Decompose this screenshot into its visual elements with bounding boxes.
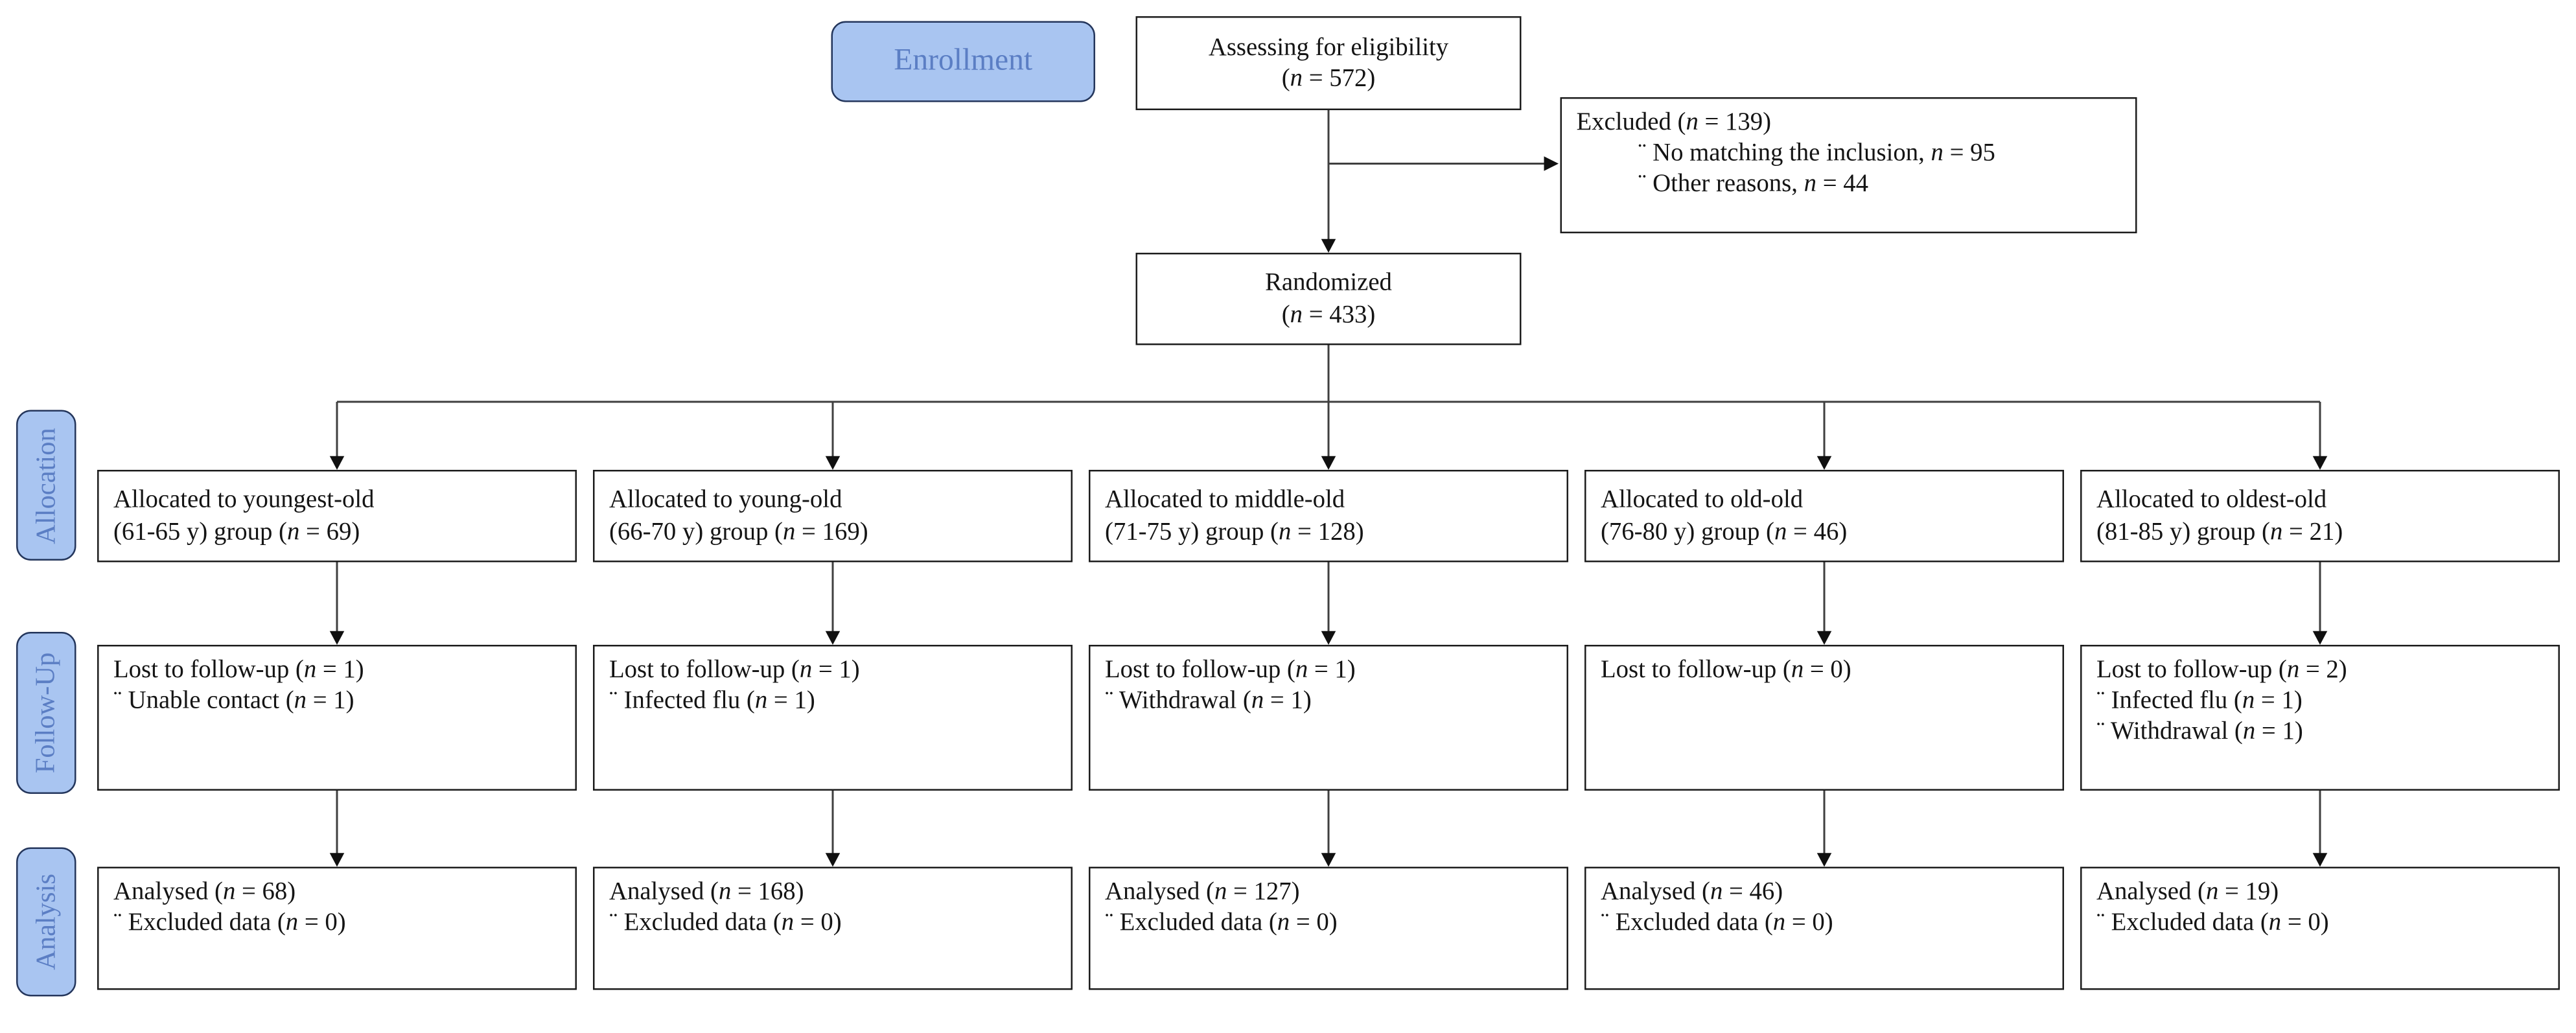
allocation-text: Allocated to middle-old [1105, 486, 1345, 515]
followup-title: Lost to follow-up (n = 1) [609, 656, 860, 684]
connector-assessing-to-excluded [1329, 156, 1559, 171]
followup-box-youngest-old: Lost to follow-up (n = 1) ¨ Unable conta… [97, 645, 577, 791]
followup-box-old-old: Lost to follow-up (n = 0) [1584, 645, 2064, 791]
analysis-title: Analysed (n = 19) [2096, 878, 2279, 906]
followup-box-young-old: Lost to follow-up (n = 1) ¨ Infected flu… [593, 645, 1073, 791]
excluded-title: Excluded (n = 139) [1576, 108, 1772, 137]
analysis-item: ¨ Excluded data (n = 0) [1105, 909, 1338, 937]
rail-enrollment: Enrollment [831, 21, 1095, 102]
allocation-text: Allocated to oldest-old [2096, 486, 2327, 515]
rail-follow-up: Follow-Up [16, 632, 76, 794]
allocation-box-young-old: Allocated to young-old (66-70 y) group (… [593, 470, 1073, 563]
analysis-title: Analysed (n = 46) [1601, 878, 1783, 906]
connector-assessing-to-randomized [1321, 110, 1336, 253]
excluded-box: Excluded (n = 139) ¨ No matching the inc… [1560, 97, 2137, 233]
followup-item: ¨ Withdrawal (n = 1) [1105, 687, 1312, 715]
analysis-box-young-old: Analysed (n = 168) ¨ Excluded data (n = … [593, 866, 1073, 990]
analysis-title: Analysed (n = 168) [609, 878, 804, 906]
rail-allocation-label: Allocation [30, 427, 61, 544]
analysis-item: ¨ Excluded data (n = 0) [113, 909, 346, 937]
allocation-text: (71-75 y) group (n = 128) [1105, 517, 1364, 546]
followup-item: ¨ Withdrawal (n = 1) [2096, 718, 2303, 747]
analysis-item: ¨ Excluded data (n = 0) [609, 909, 842, 937]
followup-title: Lost to follow-up (n = 1) [1105, 656, 1356, 684]
connector-branch-to-allocation [329, 402, 2328, 470]
followup-item: ¨ Infected flu (n = 1) [2096, 687, 2303, 715]
rail-allocation: Allocation [16, 410, 76, 561]
rail-analysis: Analysis [16, 847, 76, 997]
rail-follow-up-label: Follow-Up [30, 652, 61, 774]
followup-title: Lost to follow-up (n = 2) [2096, 656, 2347, 684]
connector-allocation-to-followup [329, 562, 2328, 645]
allocation-box-middle-old: Allocated to middle-old (71-75 y) group … [1089, 470, 1568, 563]
analysis-box-oldest-old: Analysed (n = 19) ¨ Excluded data (n = 0… [2080, 866, 2560, 990]
allocation-text: Allocated to old-old [1601, 486, 1804, 515]
allocation-text: (76-80 y) group (n = 46) [1601, 517, 1848, 546]
analysis-title: Analysed (n = 127) [1105, 878, 1300, 906]
allocation-text: Allocated to young-old [609, 486, 842, 515]
allocation-text: (66-70 y) group (n = 169) [609, 517, 868, 546]
followup-box-middle-old: Lost to follow-up (n = 1) ¨ Withdrawal (… [1089, 645, 1568, 791]
randomized-line2: (n = 433) [1281, 300, 1376, 329]
analysis-box-youngest-old: Analysed (n = 68) ¨ Excluded data (n = 0… [97, 866, 577, 990]
excluded-item: ¨ No matching the inclusion, n = 95 [1638, 139, 1995, 168]
connector-randomized-to-branch [337, 345, 2320, 403]
assessing-eligibility-box: Assessing for eligibility (n = 572) [1135, 16, 1522, 110]
analysis-item: ¨ Excluded data (n = 0) [1601, 909, 1833, 937]
followup-item: ¨ Infected flu (n = 1) [609, 687, 815, 715]
followup-box-oldest-old: Lost to follow-up (n = 2) ¨ Infected flu… [2080, 645, 2560, 791]
allocation-text: Allocated to youngest-old [113, 486, 375, 515]
analysis-title: Analysed (n = 68) [113, 878, 296, 906]
assessing-line1: Assessing for eligibility [1208, 33, 1449, 62]
assessing-line2: (n = 572) [1281, 65, 1376, 93]
connector-followup-to-analysis [329, 791, 2328, 867]
followup-title: Lost to follow-up (n = 1) [113, 656, 364, 684]
allocation-box-old-old: Allocated to old-old (76-80 y) group (n … [1584, 470, 2064, 563]
allocation-box-youngest-old: Allocated to youngest-old (61-65 y) grou… [97, 470, 577, 563]
rail-analysis-label: Analysis [30, 874, 61, 970]
allocation-text: (81-85 y) group (n = 21) [2096, 517, 2343, 546]
randomized-line1: Randomized [1265, 269, 1392, 297]
randomized-box: Randomized (n = 433) [1135, 253, 1522, 345]
excluded-item: ¨ Other reasons, n = 44 [1638, 170, 1869, 199]
followup-item: ¨ Unable contact (n = 1) [113, 687, 354, 715]
allocation-box-oldest-old: Allocated to oldest-old (81-85 y) group … [2080, 470, 2560, 563]
analysis-item: ¨ Excluded data (n = 0) [2096, 909, 2329, 937]
analysis-box-middle-old: Analysed (n = 127) ¨ Excluded data (n = … [1089, 866, 1568, 990]
rail-enrollment-label: Enrollment [894, 43, 1033, 78]
followup-title: Lost to follow-up (n = 0) [1601, 656, 1851, 684]
allocation-text: (61-65 y) group (n = 69) [113, 517, 360, 546]
analysis-box-old-old: Analysed (n = 46) ¨ Excluded data (n = 0… [1584, 866, 2064, 990]
